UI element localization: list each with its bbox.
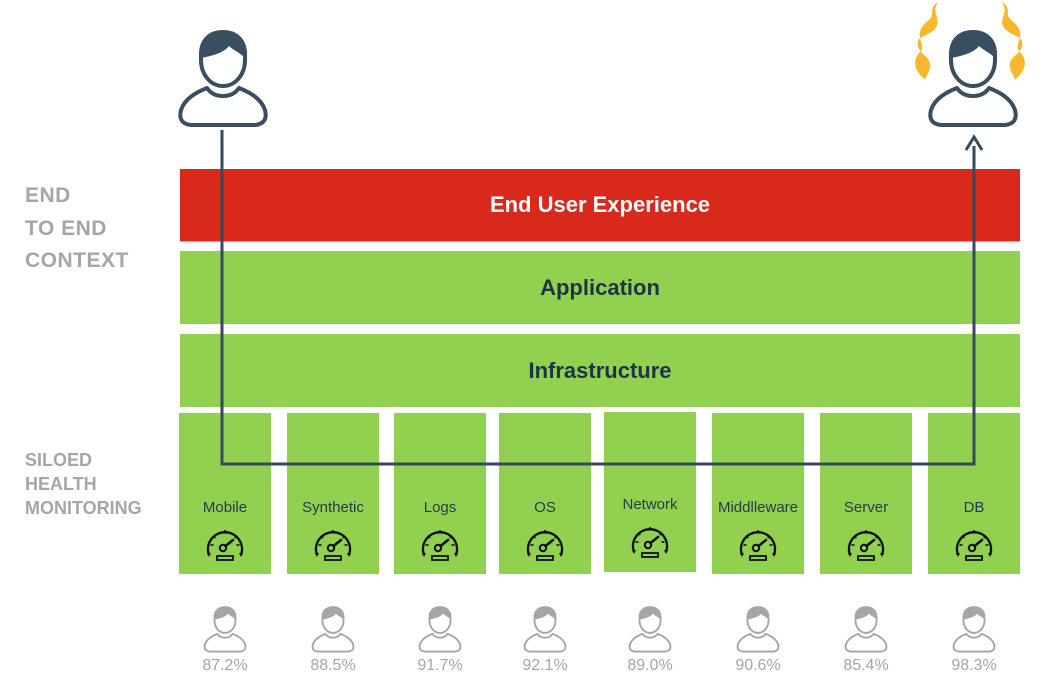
- silo-os: OS: [499, 413, 591, 574]
- start-user: [177, 28, 269, 137]
- silo-label: Synthetic: [302, 499, 364, 516]
- score-value: 89.0%: [627, 657, 673, 674]
- silo-score: 92.1%: [499, 605, 591, 675]
- layer-label: End User Experience: [489, 192, 711, 217]
- speedometer-icon: [311, 523, 355, 563]
- user-icon: [203, 605, 247, 655]
- frustrated-end-user: [910, 0, 1030, 135]
- siloed-label-line: MONITORING: [25, 498, 142, 518]
- score-value: 92.1%: [522, 657, 568, 674]
- silo-middleware: Middlleware: [712, 413, 804, 574]
- end-to-end-context-label: END TO END CONTEXT: [25, 180, 129, 278]
- arrow-up-icon: [964, 134, 984, 151]
- silo-score: 91.7%: [394, 605, 486, 675]
- silo-db: DB: [928, 413, 1020, 574]
- silo-label: Mobile: [202, 499, 248, 516]
- siloed-health-monitoring-label: SILOED HEALTH MONITORING: [25, 448, 142, 520]
- silo-score: 89.0%: [604, 605, 696, 675]
- user-icon: [952, 605, 996, 655]
- frustration-burst-icon: [915, 2, 1025, 80]
- speedometer-icon: [952, 523, 996, 563]
- speedometer-icon: [523, 523, 567, 563]
- silo-synthetic: Synthetic: [287, 413, 379, 574]
- silo-logs: Logs: [394, 413, 486, 574]
- score-value: 91.7%: [417, 657, 463, 674]
- siloed-label-line: HEALTH: [25, 474, 97, 494]
- user-icon: [418, 605, 462, 655]
- user-icon: [523, 605, 567, 655]
- silo-score: 98.3%: [928, 605, 1020, 675]
- speedometer-icon: [736, 523, 780, 563]
- silo-mobile: Mobile: [179, 413, 271, 574]
- speedometer-icon: [203, 523, 247, 563]
- speedometer-icon: [844, 523, 888, 563]
- layer-application: Application: [180, 251, 1020, 324]
- silo-score: 85.4%: [820, 605, 912, 675]
- user-icon: [736, 605, 780, 655]
- score-value: 98.3%: [951, 657, 997, 674]
- end-to-end-label-line: TO END: [25, 216, 107, 240]
- silo-server: Server: [820, 413, 912, 574]
- silo-score: 90.6%: [712, 605, 804, 675]
- layer-end-user-experience: End User Experience: [180, 169, 1020, 242]
- silo-label: OS: [534, 499, 556, 516]
- silo-label: DB: [963, 499, 985, 516]
- silo-score: 87.2%: [179, 605, 271, 675]
- end-to-end-label-line: END: [25, 184, 71, 207]
- layer-label: Infrastructure: [528, 357, 672, 383]
- score-value: 90.6%: [735, 657, 781, 674]
- user-icon: [311, 605, 355, 655]
- score-value: 85.4%: [843, 657, 889, 674]
- siloed-label-line: SILOED: [25, 450, 93, 470]
- user-icon: [177, 28, 269, 132]
- speedometer-icon: [628, 520, 672, 560]
- silo-label: Logs: [423, 499, 457, 516]
- end-to-end-label-line: CONTEXT: [25, 249, 129, 272]
- speedometer-icon: [418, 523, 462, 563]
- silo-label: Middlleware: [717, 499, 799, 516]
- silo-network: Network: [604, 412, 696, 572]
- user-icon: [844, 605, 888, 655]
- silo-score: 88.5%: [287, 605, 379, 675]
- score-value: 87.2%: [202, 657, 248, 674]
- user-icon: [628, 605, 672, 655]
- silo-label: Server: [843, 499, 889, 516]
- user-icon: [927, 28, 1019, 132]
- score-value: 88.5%: [310, 657, 356, 674]
- silo-label: Network: [622, 496, 678, 513]
- layer-infrastructure: Infrastructure: [180, 334, 1020, 407]
- layer-label: Application: [540, 274, 660, 300]
